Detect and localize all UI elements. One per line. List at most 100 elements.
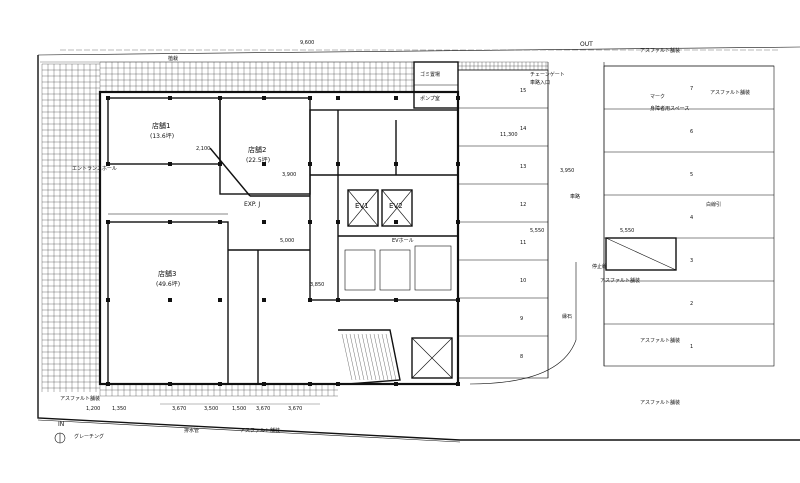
column-marker: [218, 298, 222, 302]
parking-spot-number: 4: [690, 215, 693, 221]
column-marker: [218, 96, 222, 100]
accessible-space: [605, 237, 677, 271]
column-marker: [168, 382, 172, 386]
column-marker: [262, 220, 266, 224]
stair-tread: [373, 333, 385, 381]
column-marker: [394, 220, 398, 224]
accessible-space-label: 身障者用スペース: [650, 105, 689, 112]
parking-spot-number: 15: [520, 88, 526, 94]
building-walls: [98, 61, 460, 386]
column-marker: [308, 382, 312, 386]
pump-room-label: ポンプ室: [420, 95, 440, 102]
dim-mid-2: 5,000: [280, 238, 294, 244]
shop1-name: 店舗1: [152, 121, 170, 130]
surface-label-3: アスファルト舗装: [640, 337, 680, 344]
stair-tread: [377, 333, 389, 381]
entry-gate-label: 車路入口: [530, 79, 550, 86]
column-marker: [262, 162, 266, 166]
column-marker: [394, 162, 398, 166]
parking-spot-number: 8: [520, 354, 523, 360]
column-marker: [218, 382, 222, 386]
column-marker: [456, 382, 460, 386]
dim-mid-4: 9,600: [300, 40, 314, 46]
column-marker: [168, 298, 172, 302]
stair-tread: [341, 333, 353, 381]
column-marker: [262, 382, 266, 386]
column-grid: [106, 96, 460, 386]
parking-spot-number: 13: [520, 164, 526, 170]
surface-label-5: アスファルト舗装: [240, 427, 280, 434]
ev2-label: EV2: [389, 202, 403, 210]
paving-grid-center: [457, 61, 548, 71]
dim-right-4: 11,300: [500, 132, 518, 138]
stair-tread: [385, 333, 397, 381]
column-marker: [218, 220, 222, 224]
shop3-area: (49.6坪): [156, 280, 180, 288]
plant-storage-label: ゴミ置場: [420, 71, 440, 78]
paving-grid-top: [99, 61, 414, 93]
stair-tread: [349, 333, 361, 381]
parking-spot-number: 2: [690, 301, 693, 307]
dim-left-1: 1,200: [86, 406, 100, 412]
surface-label-7: アスファルト舗装: [60, 395, 100, 402]
ev1-label: EV1: [355, 202, 369, 210]
note-labels: 排水管 縁石 グレーチング 植栽 白線引 停止線: [74, 55, 721, 440]
column-marker: [168, 96, 172, 100]
dim-bottom-4: 3,670: [256, 406, 270, 412]
dim-left-2: 1,350: [112, 406, 126, 412]
paving-grid-left: [41, 63, 100, 392]
dimension-labels: 3,670 3,500 1,500 3,670 3,670 1,200 1,35…: [86, 40, 634, 412]
parking-spot-number: 5: [690, 172, 693, 178]
parking-spot-number: 7: [690, 86, 693, 92]
note-stop-mark: 停止線: [592, 263, 607, 270]
column-marker: [262, 298, 266, 302]
stair-tread: [353, 333, 365, 381]
ev-hall-label: EVホール: [392, 238, 414, 244]
note-drain: 排水管: [184, 427, 199, 434]
note-white-line: 白線引: [706, 201, 721, 208]
column-marker: [308, 220, 312, 224]
surface-label-1: アスファルト舗装: [640, 47, 680, 54]
in-label: IN: [58, 421, 64, 428]
parking-spot-number: 1: [690, 344, 693, 350]
accessible-mark-label: マーク: [650, 94, 665, 100]
parking-labels: 車路 身障者用スペース マーク チェーンゲート 車路入口 アスファルト舗装 アス…: [58, 41, 750, 434]
shop1-area: (13.6坪): [150, 132, 174, 140]
parking-spot-number: 6: [690, 129, 693, 135]
column-marker: [262, 96, 266, 100]
note-grating: グレーチング: [74, 433, 104, 440]
column-marker: [168, 162, 172, 166]
note-curb: 縁石: [562, 313, 572, 320]
column-marker: [394, 382, 398, 386]
parking-spot-number: 12: [520, 202, 526, 208]
parking-spot-number: 3: [690, 258, 693, 264]
stair: [341, 333, 397, 381]
stair-tread: [361, 333, 373, 381]
parking-spot-number: 14: [520, 126, 526, 132]
out-label: OUT: [580, 41, 593, 48]
parking-spot-number: 9: [520, 316, 523, 322]
column-marker: [308, 96, 312, 100]
shop2-area: (22.5坪): [246, 156, 270, 164]
dim-mid-3: 3,850: [310, 282, 324, 288]
column-marker: [106, 96, 110, 100]
dim-bottom-1: 3,670: [172, 406, 186, 412]
column-marker: [106, 220, 110, 224]
road-label: 車路: [570, 193, 580, 200]
stair-tread: [381, 333, 393, 381]
stair-tread: [369, 333, 381, 381]
exp-joint-label: EXP. J: [244, 201, 260, 208]
dim-mid-1: 3,900: [282, 172, 296, 178]
column-marker: [106, 298, 110, 302]
dim-mid-5: 2,100: [196, 146, 210, 152]
column-marker: [168, 220, 172, 224]
column-marker: [336, 220, 340, 224]
column-marker: [336, 162, 340, 166]
surface-label-6: アスファルト舗装: [640, 399, 680, 406]
dim-right-1: 5,550: [530, 228, 544, 234]
surface-label-4: アスファルト舗装: [600, 277, 640, 284]
dim-bottom-2: 3,500: [204, 406, 218, 412]
surface-label-2: アスファルト舗装: [710, 89, 750, 96]
